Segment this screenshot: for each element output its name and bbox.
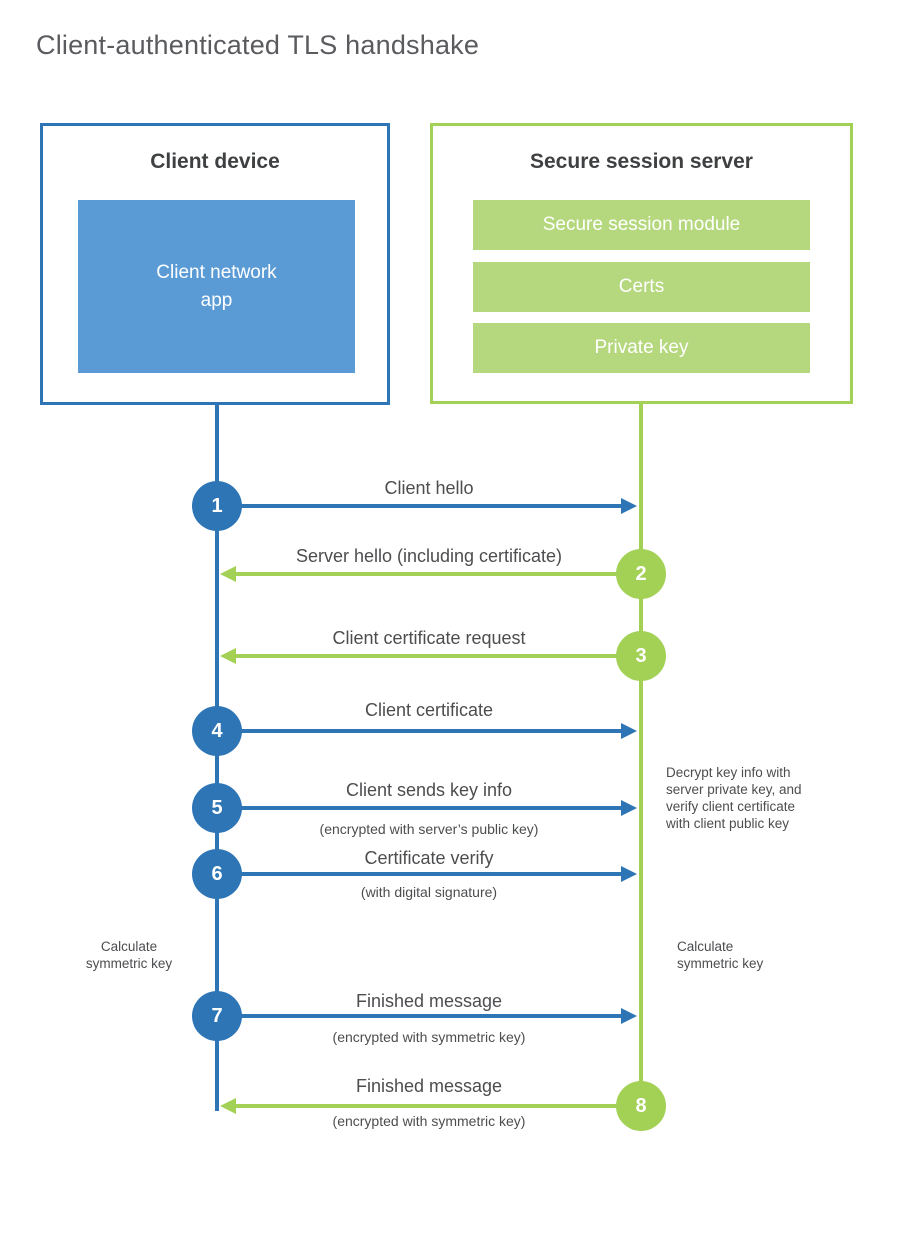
arrow-line	[217, 504, 622, 508]
client-network-app-box: Client network app	[78, 200, 355, 373]
arrow-line	[236, 1104, 641, 1108]
calculate-symmetric-key-left: Calculate symmetric key	[85, 939, 173, 971]
flow-label: Client certificate	[364, 700, 494, 720]
server-module-certs: Certs	[473, 262, 810, 312]
secure-session-server-box: Secure session server Secure session mod…	[430, 123, 853, 404]
arrow-line	[217, 872, 622, 876]
flow-label: Client hello	[384, 478, 474, 498]
arrow-line	[217, 1014, 622, 1018]
arrowhead-right-icon	[621, 723, 637, 739]
arrow-line	[236, 572, 641, 576]
arrowhead-left-icon	[220, 1098, 236, 1114]
secure-session-server-title: Secure session server	[530, 150, 753, 173]
step-circle: 4	[192, 706, 242, 756]
flow-subtitle: (encrypted with symmetric key)	[332, 1029, 526, 1045]
arrow-line	[217, 729, 622, 733]
server-lifeline	[639, 404, 643, 1106]
client-device-title: Client device	[150, 150, 280, 173]
arrow-line	[236, 654, 641, 658]
arrowhead-left-icon	[220, 566, 236, 582]
step-circle: 3	[616, 631, 666, 681]
page-title: Client-authenticated TLS handshake	[36, 30, 480, 60]
arrowhead-right-icon	[621, 498, 637, 514]
client-device-box: Client device Client network app	[40, 123, 390, 405]
step-circle: 7	[192, 991, 242, 1041]
flow-label: Finished message	[355, 1076, 503, 1096]
arrowhead-right-icon	[621, 866, 637, 882]
flow-label: Certificate verify	[364, 848, 494, 868]
step-circle: 1	[192, 481, 242, 531]
step-circle: 2	[616, 549, 666, 599]
arrow-line	[217, 806, 622, 810]
flow-subtitle: (with digital signature)	[360, 884, 498, 900]
flow-subtitle: (encrypted with symmetric key)	[332, 1113, 526, 1129]
client-lifeline	[215, 405, 219, 1111]
decrypt-key-note: Decrypt key info with server private key…	[666, 765, 802, 831]
arrowhead-right-icon	[621, 800, 637, 816]
arrowhead-right-icon	[621, 1008, 637, 1024]
step-circle: 6	[192, 849, 242, 899]
server-module-private-key: Private key	[473, 323, 810, 373]
server-module-secure-session: Secure session module	[473, 200, 810, 250]
step-circle: 5	[192, 783, 242, 833]
flow-label: Server hello (including certificate)	[295, 546, 563, 566]
flow-label: Finished message	[355, 991, 503, 1011]
arrowhead-left-icon	[220, 648, 236, 664]
flow-label: Client certificate request	[332, 628, 526, 648]
step-circle: 8	[616, 1081, 666, 1131]
calculate-symmetric-key-right: Calculate symmetric key	[677, 939, 764, 971]
flow-subtitle: (encrypted with server’s public key)	[319, 821, 539, 837]
flow-label: Client sends key info	[345, 780, 513, 800]
